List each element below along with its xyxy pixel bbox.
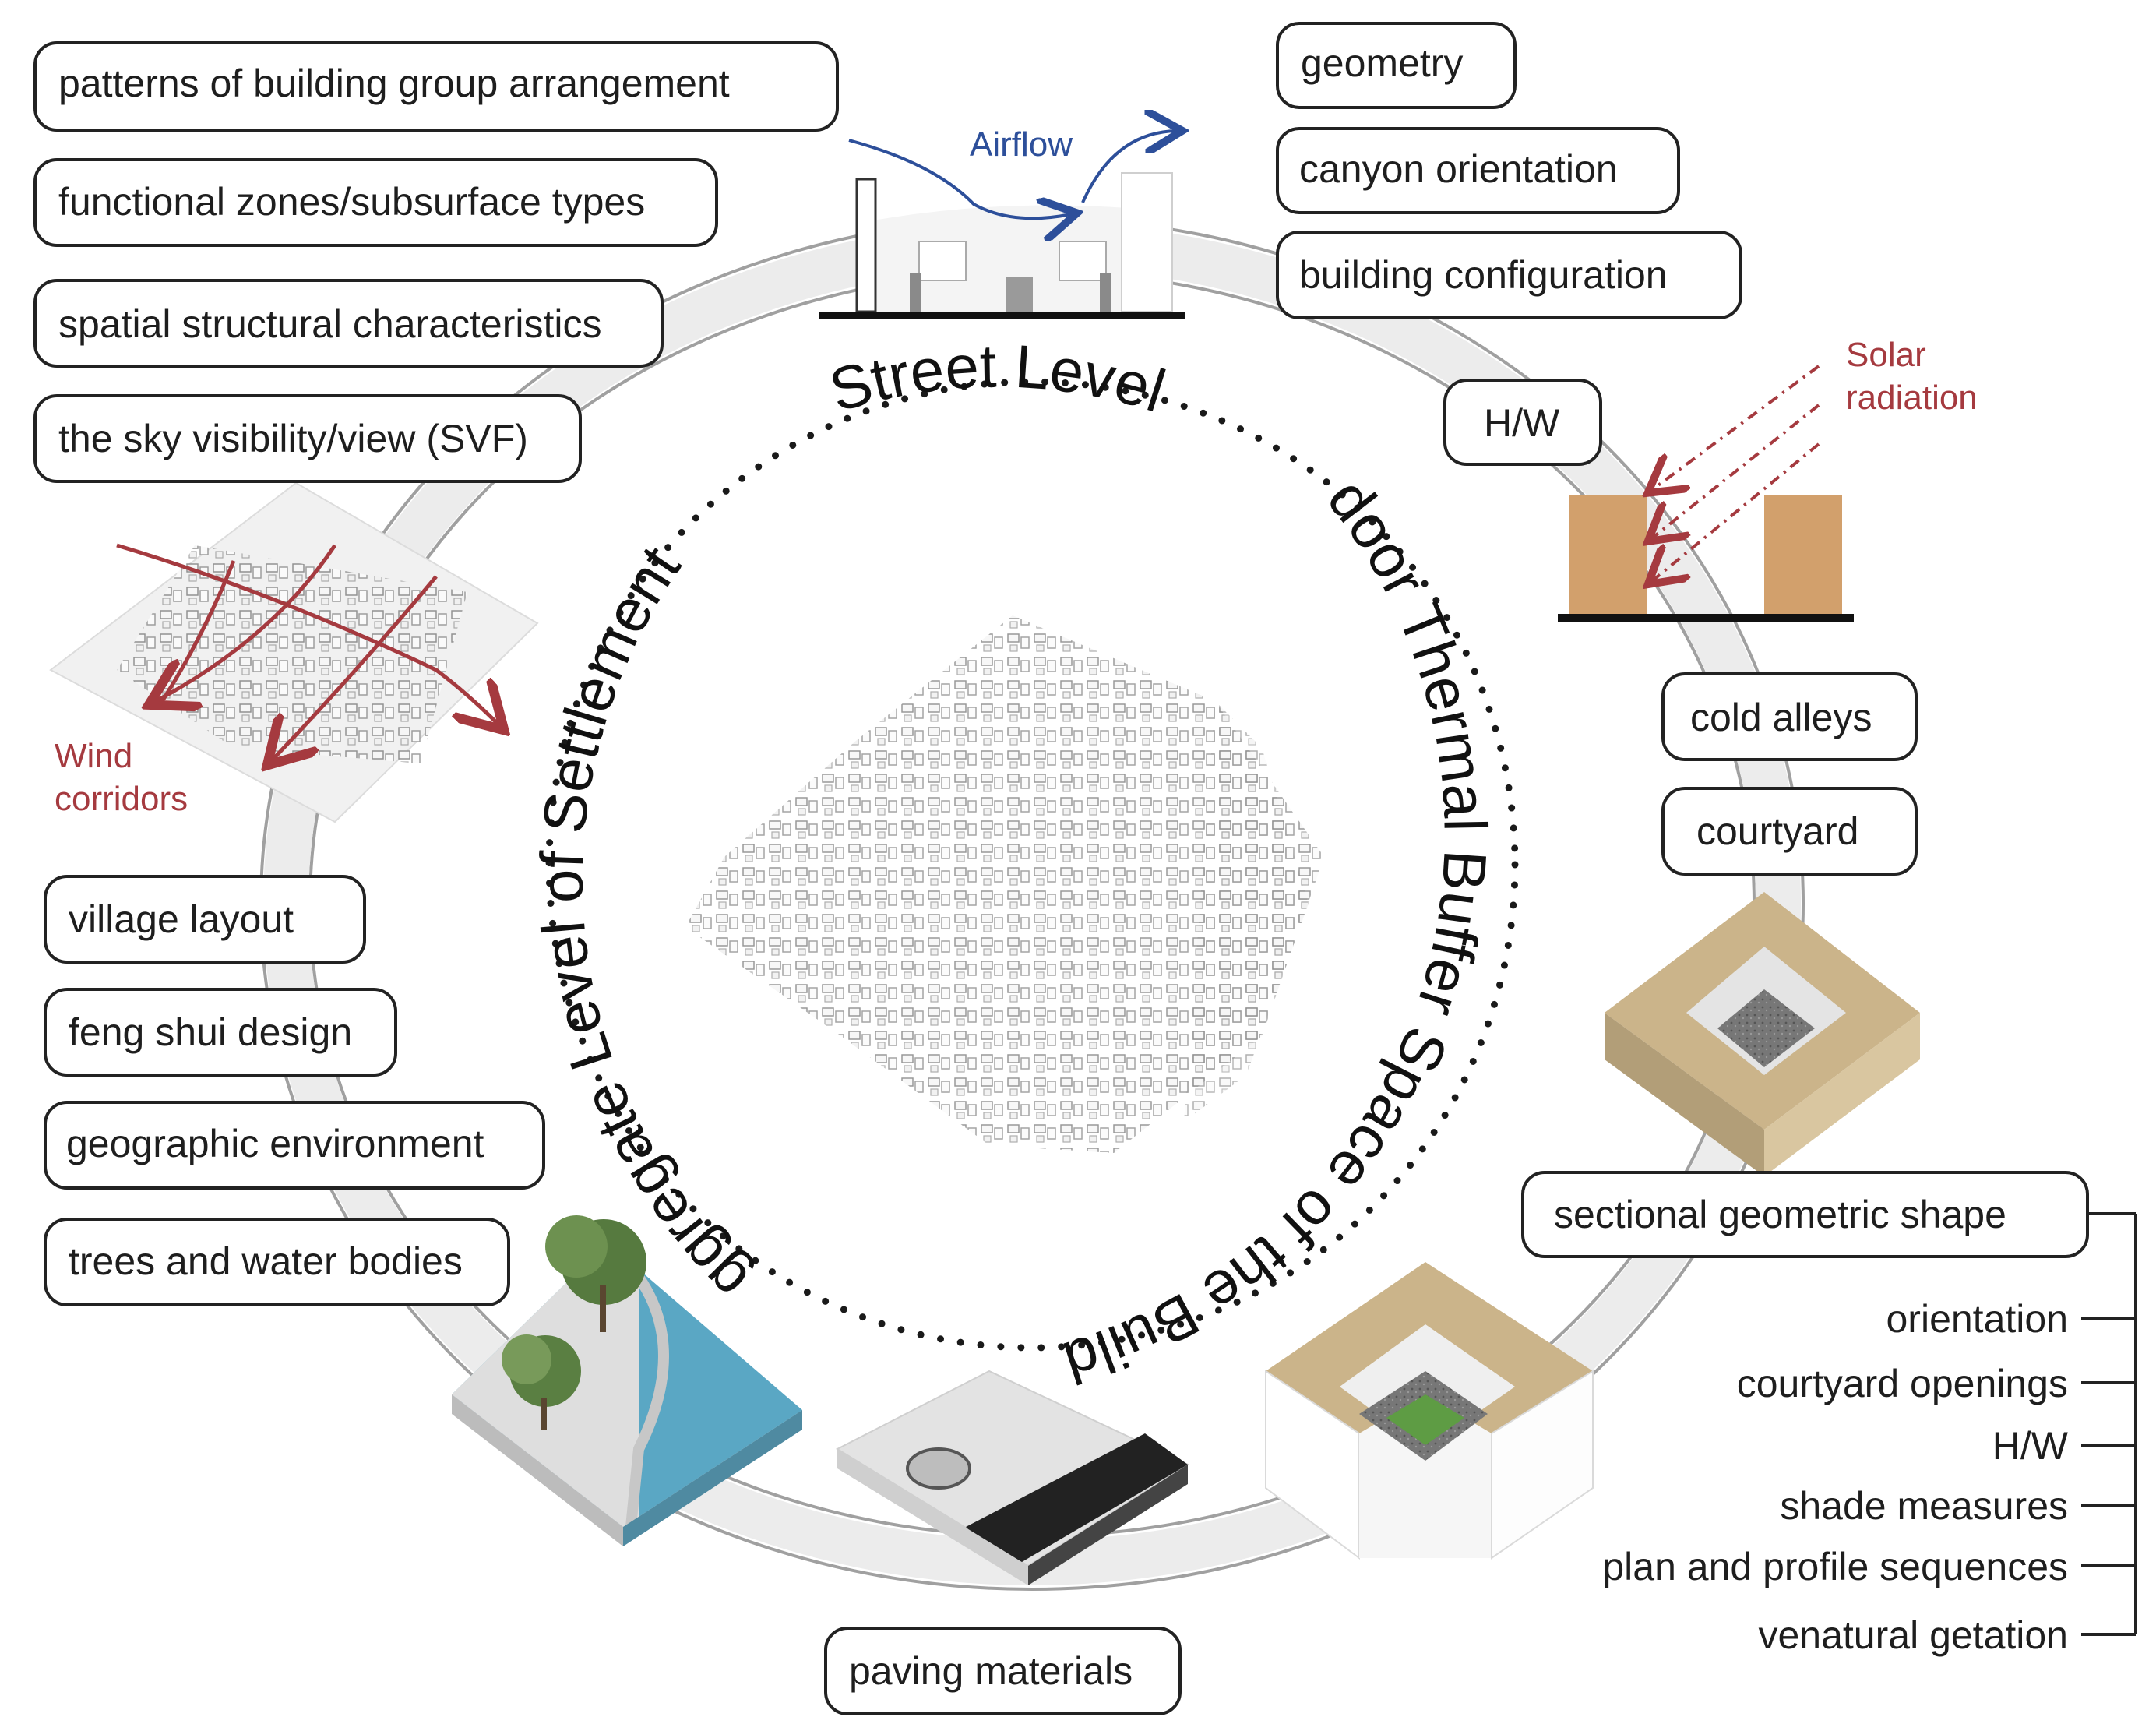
wind-label-line2: corridors xyxy=(55,780,188,818)
svg-text:building configuration: building configuration xyxy=(1299,253,1668,297)
svg-text:geometry: geometry xyxy=(1301,41,1463,85)
street-label-box: geometry xyxy=(1276,22,1517,109)
street-level-title: Street Level xyxy=(823,332,1174,425)
street-label-box: canyon orientation xyxy=(1276,127,1680,214)
settlement-label-box: spatial structural characteristics xyxy=(33,279,664,368)
svg-text:patterns of building group arr: patterns of building group arrangement xyxy=(58,62,730,105)
svg-text:geographic environment: geographic environment xyxy=(66,1122,484,1165)
svg-text:paving materials: paving materials xyxy=(849,1649,1133,1693)
svg-text:canyon orientation: canyon orientation xyxy=(1299,147,1618,191)
trees-water-illustration xyxy=(452,1215,802,1546)
settlement-label-box: patterns of building group arrangement xyxy=(33,41,839,132)
sublist-bracket xyxy=(2081,1212,2137,1636)
wind-label-line1: Wind xyxy=(55,737,132,775)
solar-label-line1: Solar xyxy=(1846,336,1926,374)
street-canyon-illustration xyxy=(819,131,1185,319)
svg-text:trees and water bodies: trees and water bodies xyxy=(69,1239,463,1283)
inner-dotted-circle xyxy=(545,378,1519,1352)
sublist-item: plan and profile sequences xyxy=(1602,1545,2068,1588)
paving-label-box: paving materials xyxy=(824,1627,1182,1715)
sublist-item: H/W xyxy=(1992,1424,2069,1468)
building-label-box: courtyard xyxy=(1661,787,1918,876)
svg-text:cold alleys: cold alleys xyxy=(1690,696,1872,739)
svg-text:feng shui design: feng shui design xyxy=(69,1010,352,1054)
courtyard-block-illustration xyxy=(1605,892,1920,1176)
street-label-box: H/W xyxy=(1443,379,1602,466)
settlement-label-box: feng shui design xyxy=(44,988,397,1077)
settlement-label-box: village layout xyxy=(44,875,366,964)
solar-radiation-illustration xyxy=(1558,365,1854,622)
airflow-label: Airflow xyxy=(970,125,1073,164)
svg-text:H/W: H/W xyxy=(1484,401,1560,445)
settlement-label-box: functional zones/subsurface types xyxy=(33,158,718,247)
sublist-item: venatural getation xyxy=(1758,1613,2068,1657)
solar-label-line2: radiation xyxy=(1846,379,1978,417)
svg-text:village layout: village layout xyxy=(69,897,294,941)
settlement-label-box: the sky visibility/view (SVF) xyxy=(33,394,582,483)
sectional-courtyard-illustration xyxy=(1265,1262,1594,1560)
svg-text:courtyard: courtyard xyxy=(1696,809,1858,853)
svg-text:functional zones/subsurface ty: functional zones/subsurface types xyxy=(58,180,645,224)
sublist-item: shade measures xyxy=(1780,1484,2068,1528)
svg-text:sectional geometric shape: sectional geometric shape xyxy=(1554,1193,2006,1236)
sublist-item: courtyard openings xyxy=(1737,1362,2068,1405)
wind-corridor-illustration xyxy=(49,481,539,823)
paving-materials-illustration xyxy=(835,1370,1190,1585)
settlement-label-box: trees and water bodies xyxy=(44,1218,510,1306)
building-label-box: sectional geometric shape xyxy=(1521,1171,2089,1258)
settlement-label-box: geographic environment xyxy=(44,1101,545,1190)
sectional-sublist: orientation courtyard openings H/W shade… xyxy=(1602,1297,2068,1657)
sublist-item: orientation xyxy=(1886,1297,2069,1341)
svg-text:the sky visibility/view (SVF): the sky visibility/view (SVF) xyxy=(58,417,528,460)
svg-text:spatial structural characteris: spatial structural characteristics xyxy=(58,302,601,346)
city-model-illustration xyxy=(685,615,1324,1153)
building-label-box: cold alleys xyxy=(1661,672,1918,761)
street-label-box: building configuration xyxy=(1276,231,1742,319)
